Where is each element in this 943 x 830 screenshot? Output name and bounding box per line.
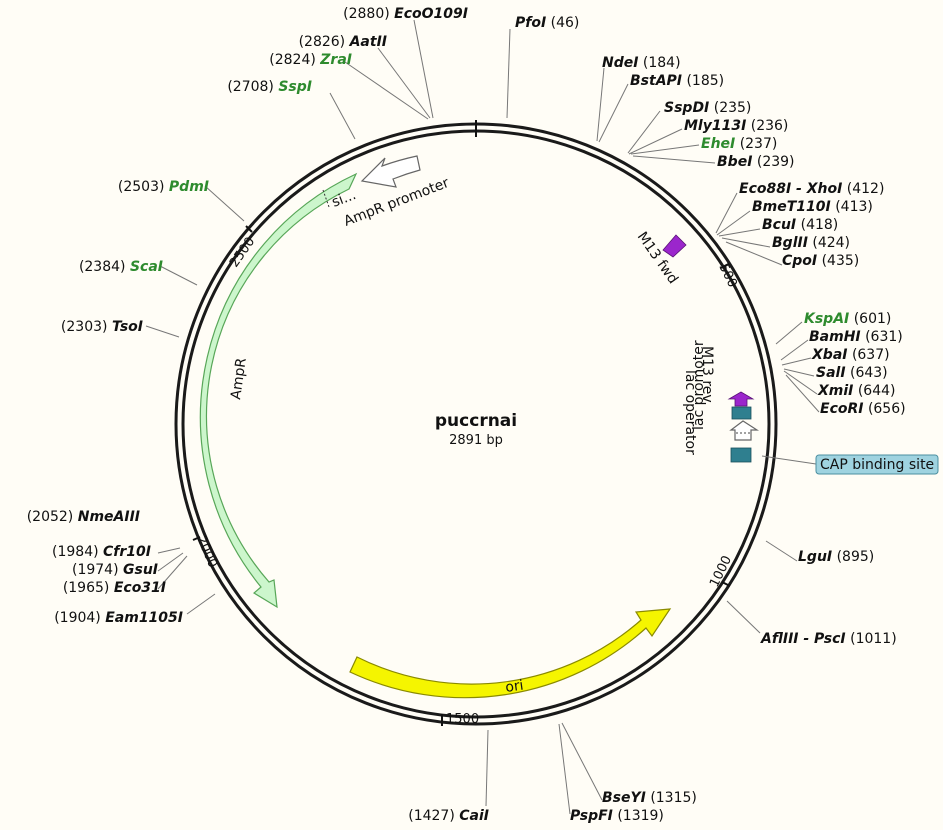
site-label[interactable]: BstAPI (185) [630, 73, 724, 89]
lac-operator-box[interactable] [731, 406, 752, 420]
site-label[interactable]: (1984) Cfr10I [52, 544, 151, 560]
scale-tick-500: 500 [715, 261, 739, 290]
site-label[interactable]: XbaI (637) [811, 347, 890, 363]
m13-fwd-primer[interactable] [662, 234, 687, 258]
site-label[interactable]: (2824) ZraI [269, 52, 352, 68]
site-label[interactable]: BamHI (631) [809, 329, 903, 345]
site-label[interactable]: SspDI (235) [664, 100, 751, 116]
cap-binding-box[interactable] [730, 447, 752, 463]
scale-label-2000: 2000 [193, 534, 220, 570]
site-label[interactable]: CpoI (435) [782, 253, 859, 269]
site-label[interactable]: SalI (643) [816, 365, 888, 381]
site-label[interactable]: EcoRI (656) [820, 401, 906, 417]
cap-binding-label-box [815, 454, 939, 475]
site-labels-right: PfoI (46) NdeI (184) BstAPI (185) SspDI … [515, 15, 906, 824]
m13-rev-label: M13 rev [699, 346, 715, 403]
lac-promoter-label: lac promoter [691, 340, 707, 430]
site-label[interactable]: EheI (237) [701, 136, 777, 152]
site-label[interactable]: PspFI (1319) [570, 808, 664, 824]
scale-label-500: 500 [715, 261, 739, 290]
site-label[interactable]: BseYI (1315) [602, 790, 697, 806]
cap-binding-label: CAP binding site [820, 457, 934, 473]
scale-tick-2000: 2000 [192, 534, 220, 570]
site-label[interactable]: (1974) GsuI [72, 562, 158, 578]
scale-label-1500: 1500 [446, 712, 479, 727]
ampr-label: AmpR [228, 357, 250, 401]
ori-arrow[interactable] [349, 608, 672, 699]
ampr-promoter-arrow[interactable] [360, 155, 421, 188]
site-label[interactable]: KspAI (601) [804, 311, 891, 327]
site-label[interactable]: NdeI (184) [602, 55, 681, 71]
site-label[interactable]: (2826) AatII [299, 34, 387, 50]
site-label[interactable]: XmiI (644) [817, 383, 896, 399]
ampr-arrow[interactable] [199, 172, 358, 609]
site-labels-left: (2880) EcoO109I (2826) AatII (2824) ZraI… [27, 6, 489, 824]
signal-peptide-divider [322, 189, 330, 208]
site-label[interactable]: BmeT110I (413) [752, 199, 873, 215]
site-label[interactable]: PfoI (46) [515, 15, 579, 31]
site-label[interactable]: BcuI (418) [762, 217, 838, 233]
site-label[interactable]: Eco88I - XhoI (412) [739, 181, 884, 197]
lac-promoter-arrow[interactable] [729, 420, 760, 441]
site-label[interactable]: (2303) TsoI [61, 319, 143, 335]
site-label[interactable]: (2052) NmeAIII [27, 509, 140, 525]
ampr-promoter-label: AmpR promoter [342, 175, 452, 230]
m13-rev-primer[interactable] [727, 391, 755, 407]
plasmid-length: 2891 bp [449, 433, 503, 448]
site-label[interactable]: (1427) CaiI [408, 808, 489, 824]
site-label[interactable]: (1965) Eco31I [63, 580, 166, 596]
ori-label: ori [504, 678, 524, 696]
site-label[interactable]: LguI (895) [798, 549, 874, 565]
plasmid-name: puccrnai [435, 411, 517, 431]
site-label[interactable]: BglII (424) [772, 235, 850, 251]
site-label[interactable]: (2880) EcoO109I [343, 6, 468, 22]
site-label[interactable]: (1904) Eam1105I [54, 610, 183, 626]
site-label[interactable]: Mly113I (236) [684, 118, 788, 134]
site-label[interactable]: AflIII - PscI (1011) [760, 631, 897, 647]
site-label[interactable]: (2708) SspI [227, 79, 312, 95]
lac-operator-label: lac operator [682, 370, 698, 455]
site-label[interactable]: (2503) PdmI [118, 179, 209, 195]
site-label[interactable]: BbeI (239) [717, 154, 795, 170]
site-label[interactable]: (2384) ScaI [79, 259, 163, 275]
scale-tick-1500: 1500 [441, 712, 479, 727]
leader-lines [145, 19, 820, 815]
